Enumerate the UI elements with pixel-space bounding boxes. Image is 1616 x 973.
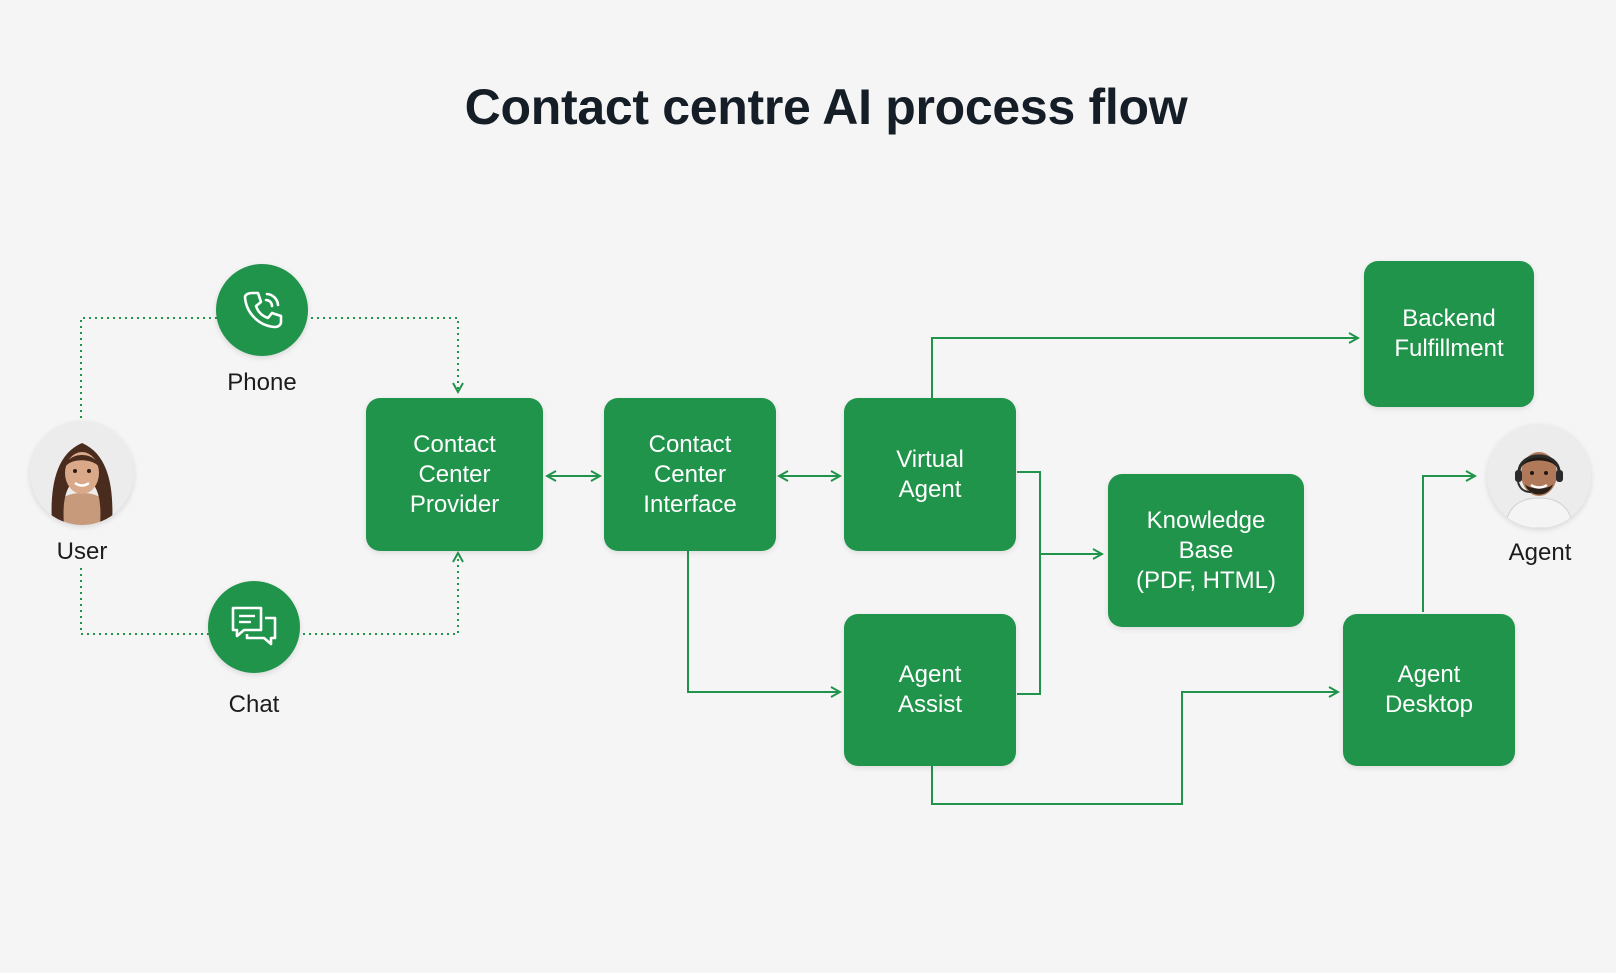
user-avatar (30, 421, 134, 525)
agent-desktop-label: Agent Desktop (1384, 661, 1474, 718)
contact-center-interface-label: Contact Center Interface (643, 430, 737, 518)
chat-channel (208, 581, 300, 673)
phone-channel (216, 264, 308, 356)
agent-label: Agent (1508, 539, 1572, 566)
connector-virtual-agent-backend (931, 338, 1358, 398)
chat-label: Chat (228, 691, 280, 718)
virtual-agent-node: Virtual Agent (844, 398, 1016, 551)
backend-fulfillment-label: Backend Fulfillment (1394, 305, 1504, 362)
connector-virtual-agent-kb (1017, 471, 1041, 695)
contact-center-provider-label: Contact Center Provider (409, 430, 500, 518)
agent-assist-node: Agent Assist (844, 614, 1016, 766)
connector-desktop-agent (1422, 476, 1475, 612)
page-title: Contact centre AI process flow (464, 79, 1188, 135)
phone-label: Phone (227, 369, 297, 396)
agent-desktop-node: Agent Desktop (1343, 614, 1515, 766)
contact-center-provider-node: Contact Center Provider (366, 398, 543, 551)
connector-agent-assist-desktop (931, 692, 1338, 805)
knowledge-base-node: Knowledge Base (PDF, HTML) (1108, 474, 1304, 627)
knowledge-base-label: Knowledge Base (PDF, HTML) (1136, 506, 1276, 594)
virtual-agent-label: Virtual Agent (896, 445, 964, 503)
backend-fulfillment-node: Backend Fulfillment (1364, 261, 1534, 407)
woman-portrait-icon (30, 421, 134, 525)
connector-interface-agent-assist (687, 551, 840, 692)
chat-icon (231, 606, 277, 646)
contact-center-interface-node: Contact Center Interface (604, 398, 776, 551)
phone-icon (243, 291, 283, 329)
man-headset-portrait-icon (1487, 424, 1591, 528)
agent-avatar (1487, 424, 1591, 528)
agent-assist-label: Agent Assist (897, 661, 962, 718)
user-label: User (56, 538, 108, 565)
